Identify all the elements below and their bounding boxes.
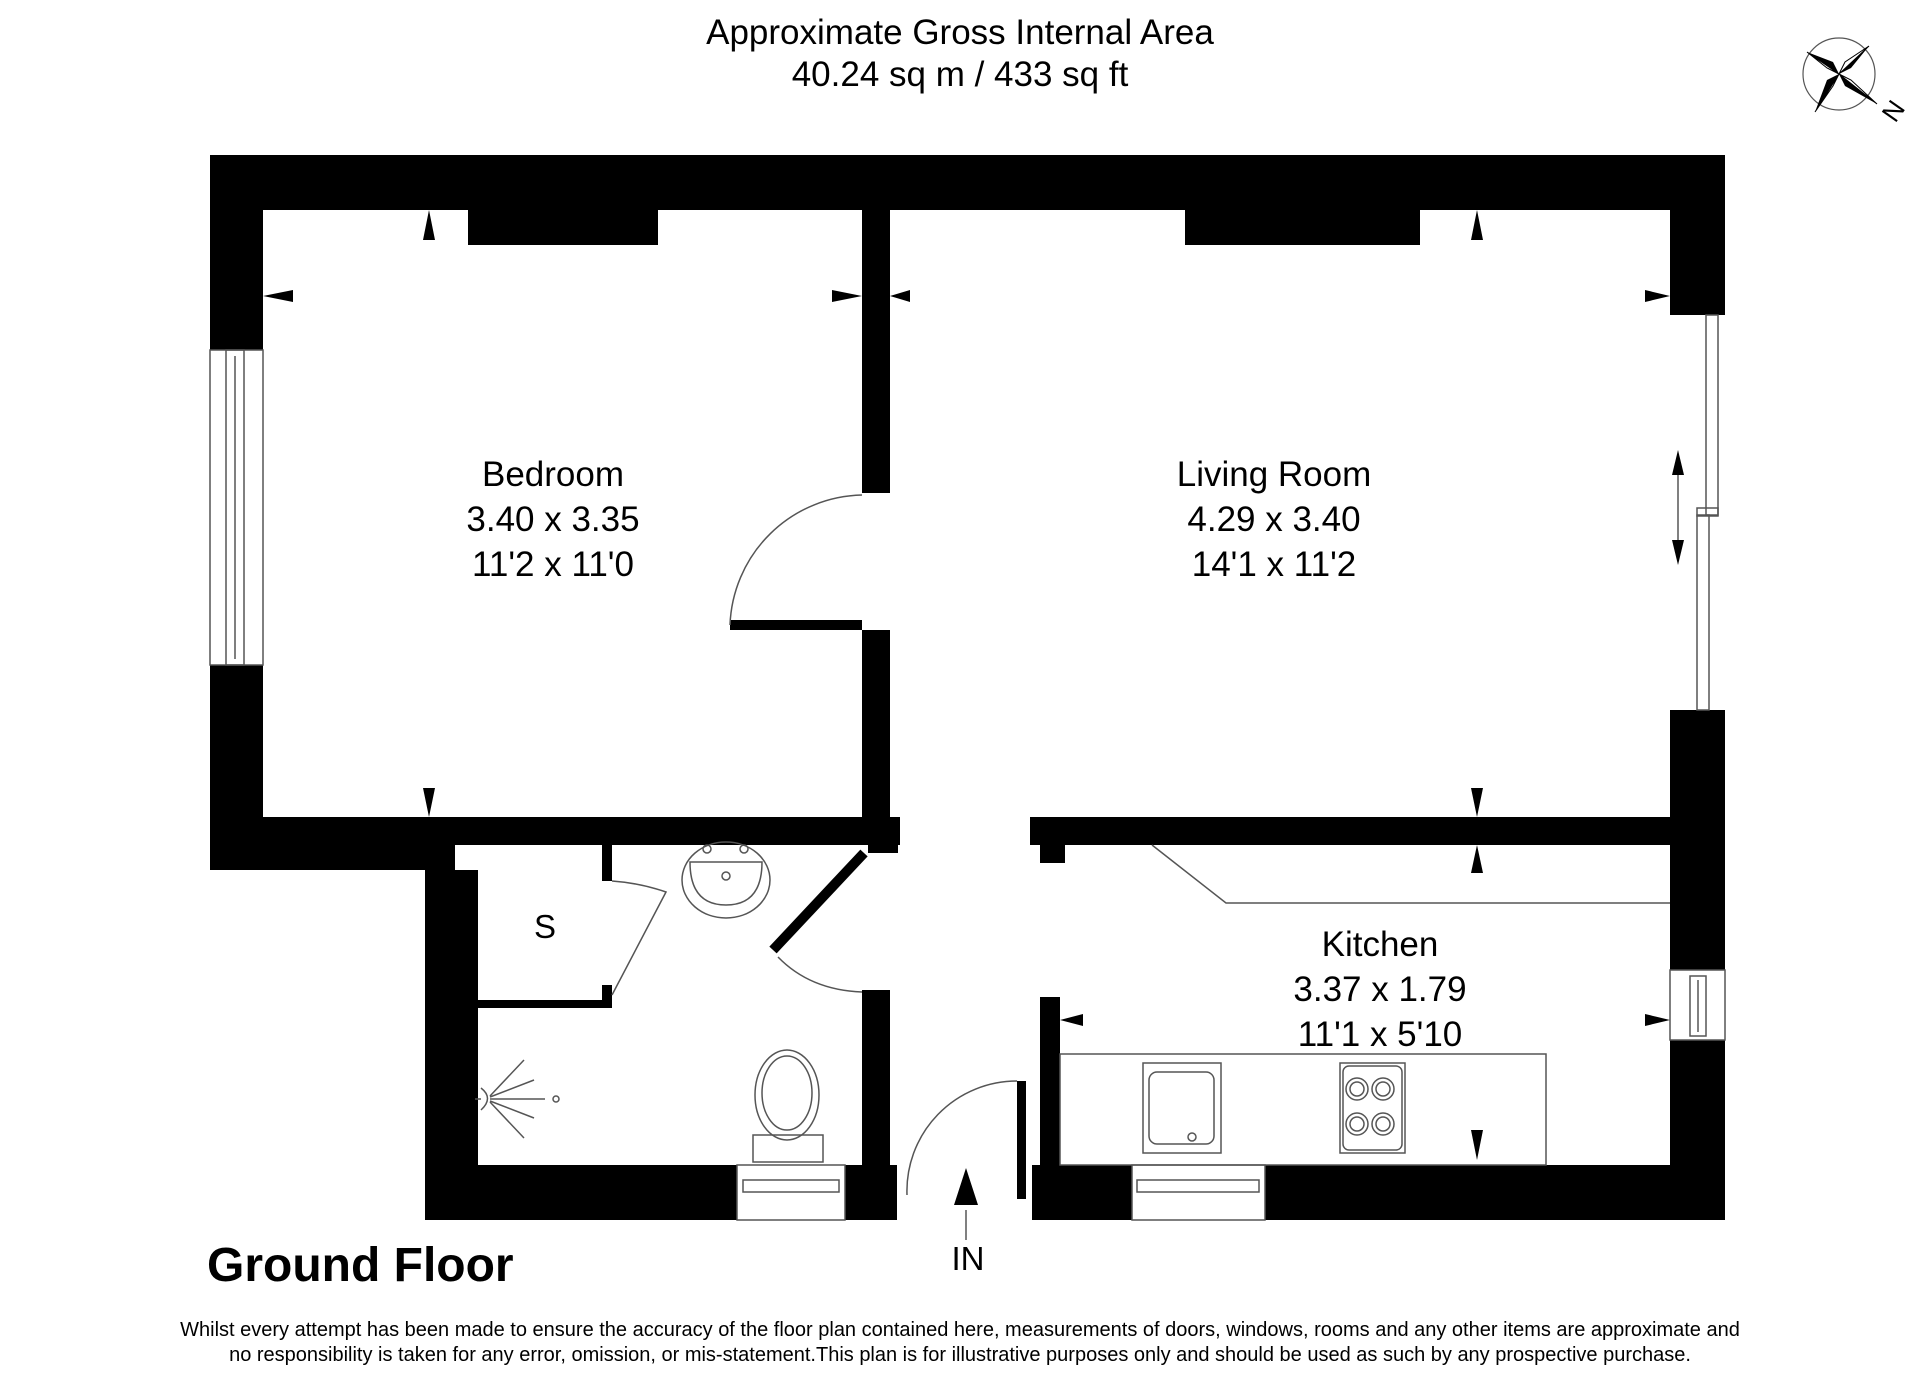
disclaimer: Whilst every attempt has been made to en… — [0, 1318, 1920, 1368]
room-imperial: 11'1 x 5'10 — [1297, 1015, 1463, 1054]
storage-label: S — [533, 908, 557, 945]
disclaimer-line-2: no responsibility is taken for any error… — [229, 1344, 1691, 1366]
room-imperial: 14'1 x 11'2 — [1191, 545, 1357, 584]
north-compass-icon: N — [1802, 37, 1905, 127]
room-name: Living Room — [1176, 455, 1372, 494]
room-name: Kitchen — [1321, 925, 1439, 964]
room-metric: 3.40 x 3.35 — [466, 500, 640, 539]
room-imperial: 11'2 x 11'0 — [472, 545, 634, 584]
room-metric: 4.29 x 3.40 — [1187, 500, 1361, 539]
entrance-label: IN — [951, 1240, 985, 1277]
room-bedroom: Bedroom 3.40 x 3.35 11'2 x 11'0 — [466, 452, 639, 587]
disclaimer-line-1: Whilst every attempt has been made to en… — [180, 1319, 1740, 1341]
floor-title: Ground Floor — [207, 1239, 514, 1292]
room-living-room: Living Room 4.29 x 3.40 14'1 x 11'2 — [1177, 452, 1372, 587]
walls — [210, 155, 1725, 1220]
area-title: Approximate Gross Internal Area — [706, 13, 1214, 52]
area-header: Approximate Gross Internal Area 40.24 sq… — [0, 12, 1920, 96]
room-kitchen: Kitchen 3.37 x 1.79 11'1 x 5'10 — [1293, 922, 1466, 1057]
room-name: Bedroom — [481, 455, 625, 494]
area-value: 40.24 sq m / 433 sq ft — [791, 55, 1129, 94]
dimension-arrows — [263, 210, 1684, 1205]
room-metric: 3.37 x 1.79 — [1293, 970, 1467, 1009]
